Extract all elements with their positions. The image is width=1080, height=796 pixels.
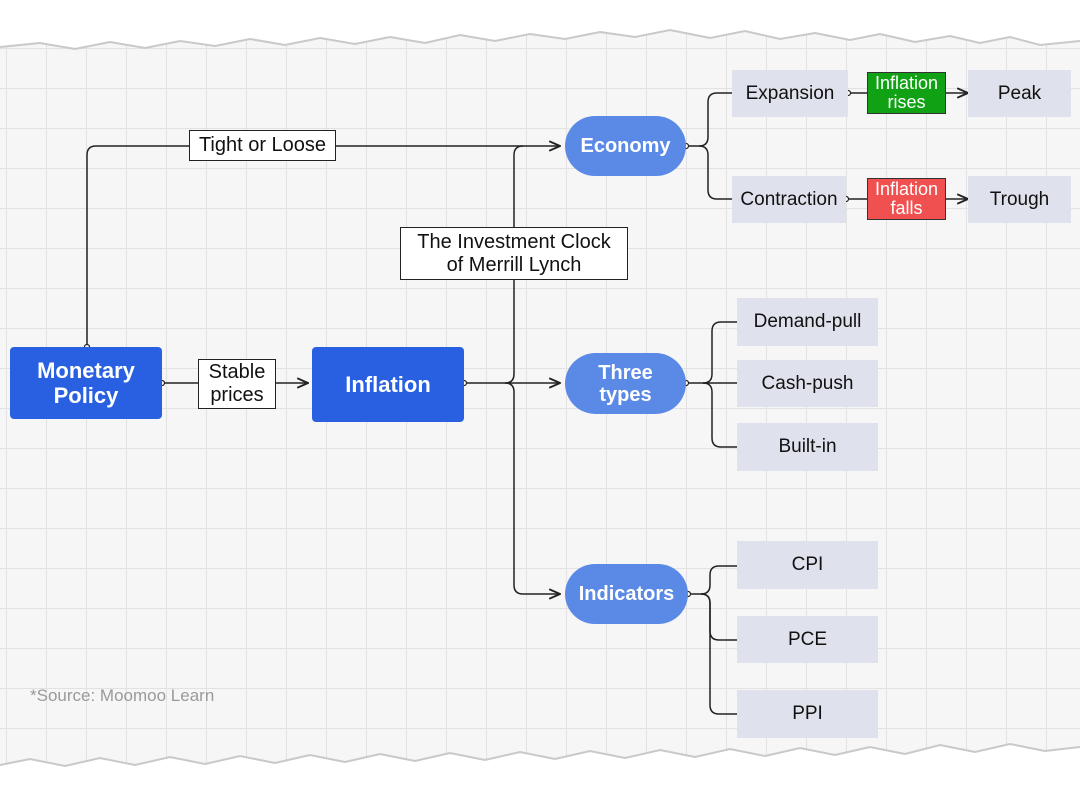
node-trough: Trough (968, 176, 1071, 223)
node-pce: PCE (737, 616, 878, 663)
node-contraction: Contraction (732, 176, 846, 223)
source-note: *Source: Moomoo Learn (30, 686, 215, 705)
edge-label-stable-prices: Stable prices (198, 359, 276, 409)
edge-economy-to-contraction (698, 145, 732, 200)
edge-types-to-demand (686, 321, 737, 384)
node-expansion: Expansion (732, 70, 848, 117)
edge-types-to-builtin (702, 382, 737, 448)
node-cash-push: Cash-push (737, 360, 878, 407)
node-ppi: PPI (737, 690, 878, 738)
edge-label-tight-or-loose: Tight or Loose (189, 130, 336, 161)
node-indicators: Indicators (565, 564, 688, 624)
edge-indicators-to-pce (700, 593, 737, 641)
node-three-types: Three types (565, 353, 686, 414)
node-monetary-policy: Monetary Policy (10, 347, 162, 419)
node-built-in: Built-in (737, 423, 878, 471)
badge-inflation-falls: Inflation falls (867, 178, 946, 220)
node-cpi: CPI (737, 541, 878, 589)
node-demand-pull: Demand-pull (737, 298, 878, 346)
node-peak: Peak (968, 70, 1071, 117)
node-inflation: Inflation (312, 347, 464, 422)
edge-economy-to-expansion (686, 92, 732, 147)
edge-monetary-to-economy (86, 146, 560, 347)
badge-inflation-rises: Inflation rises (867, 72, 946, 114)
node-economy: Economy (565, 116, 686, 176)
edge-inflation-to-indicators (504, 382, 560, 594)
edge-indicators-to-cpi (688, 565, 737, 595)
edge-label-investment-clock: The Investment Clock of Merrill Lynch (400, 227, 628, 280)
edge-indicators-to-ppi (700, 593, 737, 715)
